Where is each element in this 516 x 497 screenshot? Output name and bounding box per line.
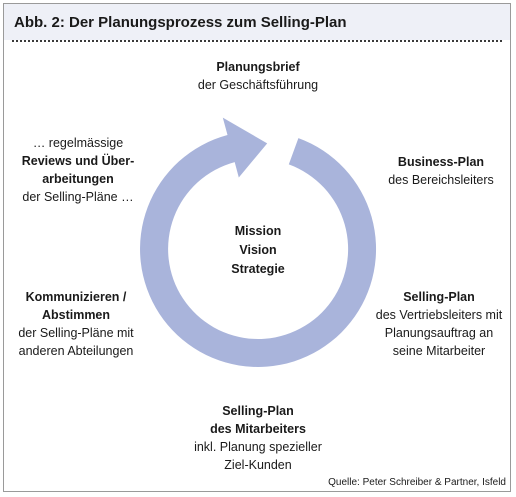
- stage-selling-plan-vertrieb-desc-2: Planungsauftrag an: [384, 326, 494, 340]
- stage-selling-plan-vertrieb-desc-1: des Vertriebsleiters mit: [375, 308, 503, 322]
- stage-planungsbrief-desc: der Geschäftsführung: [197, 78, 319, 92]
- stage-selling-plan-mitarbeiter: Selling-Plan des Mitarbeiters inkl. Plan…: [168, 402, 348, 474]
- stage-planungsbrief: Planungsbrief der Geschäftsführung: [168, 58, 348, 94]
- source-note: Quelle: Peter Schreiber & Partner, Isfel…: [328, 477, 506, 488]
- stage-planungsbrief-title: Planungsbrief: [216, 60, 300, 74]
- stage-selling-plan-mitarbeiter-desc-1: inkl. Planung spezieller: [194, 440, 322, 454]
- figure-header: [4, 4, 510, 40]
- stage-reviews-title-2: arbeitungen: [42, 172, 114, 186]
- stage-selling-plan-vertrieb-title: Selling-Plan: [403, 290, 475, 304]
- stage-selling-plan-mitarbeiter-title-2: des Mitarbeiters: [210, 422, 306, 436]
- stage-reviews-intro: … regelmässige: [32, 136, 124, 150]
- stage-kommunizieren-desc-1: der Selling-Pläne mit: [18, 326, 134, 340]
- stage-kommunizieren-title-1: Kommunizieren /: [25, 290, 127, 304]
- stage-selling-plan-mitarbeiter-desc-2: Ziel-Kunden: [224, 458, 292, 472]
- stage-selling-plan-vertrieb: Selling-Plan des Vertriebsleiters mit Pl…: [364, 288, 514, 360]
- stage-kommunizieren-desc-2: anderen Abteilungen: [18, 344, 134, 358]
- stage-business-plan-title: Business-Plan: [397, 155, 485, 169]
- center-mission: Mission: [234, 224, 282, 238]
- figure-title: Abb. 2: Der Planungsprozess zum Selling-…: [14, 14, 347, 31]
- stage-reviews: … regelmässige Reviews und Über- arbeitu…: [4, 134, 152, 206]
- center-strategie: Strategie: [231, 262, 285, 276]
- stage-business-plan: Business-Plan des Bereichsleiters: [366, 153, 516, 189]
- dotted-divider: [12, 40, 502, 42]
- figure-frame: Abb. 2: Der Planungsprozess zum Selling-…: [3, 3, 511, 492]
- cycle-arrow: [140, 117, 377, 367]
- center-label: Mission Vision Strategie: [198, 222, 318, 279]
- center-vision: Vision: [239, 243, 277, 257]
- stage-reviews-desc: der Selling-Pläne …: [22, 190, 134, 204]
- stage-business-plan-desc: des Bereichsleiters: [388, 173, 494, 187]
- stage-kommunizieren-title-2: Abstimmen: [41, 308, 111, 322]
- stage-selling-plan-mitarbeiter-title-1: Selling-Plan: [222, 404, 294, 418]
- stage-reviews-title-1: Reviews und Über-: [21, 154, 135, 168]
- stage-selling-plan-vertrieb-desc-3: seine Mitarbeiter: [392, 344, 486, 358]
- stage-kommunizieren: Kommunizieren / Abstimmen der Selling-Pl…: [2, 288, 150, 360]
